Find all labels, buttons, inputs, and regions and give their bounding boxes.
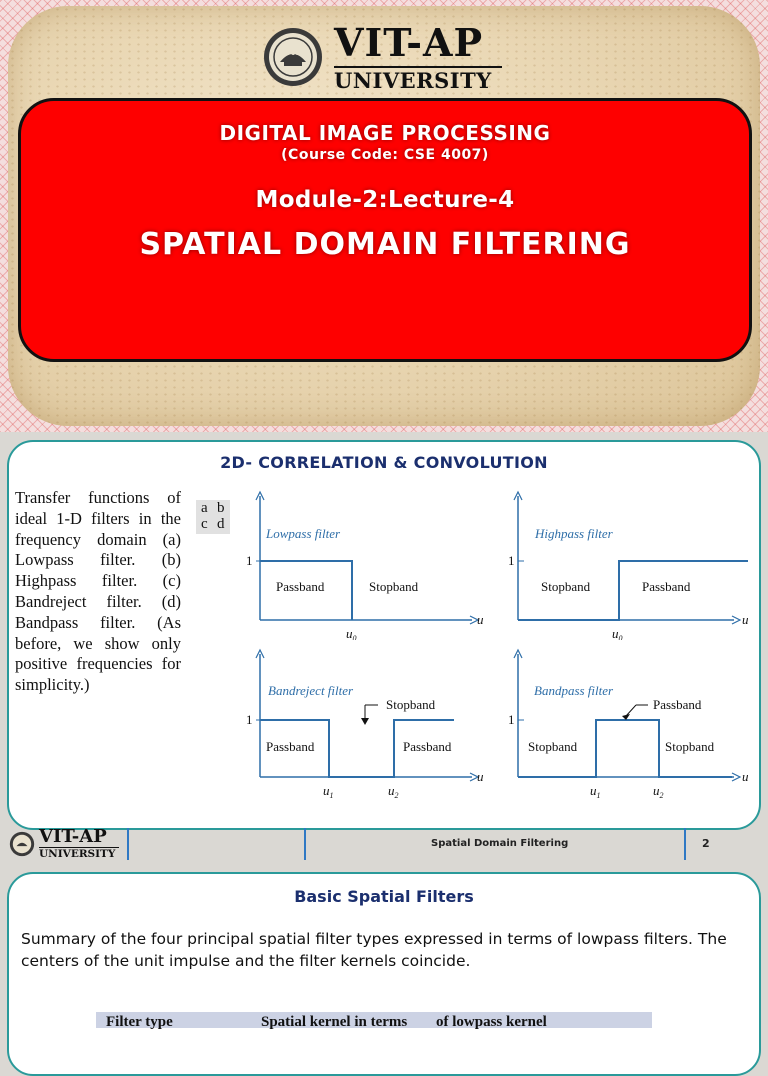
filter-curve (260, 560, 353, 620)
footer-logo-name: VIT-AP (39, 826, 107, 847)
footer-title: Spatial Domain Filtering (431, 838, 569, 849)
x-axis-label: u (742, 769, 749, 784)
y-axis-arrow (255, 490, 265, 501)
u0-label: u0 (346, 626, 357, 640)
u0-label: u0 (612, 626, 623, 640)
topic-title: SPATIAL DOMAIN FILTERING (139, 227, 631, 262)
correlation-slide: 2D- CORRELATION & CONVOLUTION Transfer f… (0, 432, 768, 864)
basic-filters-slide: Basic Spatial Filters Summary of the fou… (0, 864, 768, 1076)
slide-title: Basic Spatial Filters (294, 887, 474, 906)
u1-label: u1 (590, 783, 601, 798)
y-tick-label: 1 (508, 553, 515, 568)
plot-title: Bandreject filter (268, 683, 354, 698)
table-header-cell: Filter type (106, 1014, 173, 1030)
lowpass-plot: Lowpass filter 1 Passband Stopband u u0 (246, 490, 484, 640)
x-axis-label: u (477, 612, 484, 627)
x-axis-label: u (742, 612, 749, 627)
svg-text:VIT: VIT (284, 47, 301, 57)
x-axis-arrow (731, 615, 742, 625)
footer-logo: VIT-AP UNIVERSITY (9, 826, 124, 862)
plot-title: Bandpass filter (534, 683, 614, 698)
u1-label: u1 (323, 783, 334, 798)
passband-callout: Passband (653, 697, 702, 712)
logo-name: VIT-AP (334, 20, 484, 65)
x-axis-arrow (469, 772, 480, 782)
bandpass-plot: Bandpass filter 1 Stopband Stopband Pass… (508, 648, 749, 798)
x-axis-arrow (469, 615, 480, 625)
stopband-right-label: Stopband (665, 739, 715, 754)
figure-caption: Transfer functions of ideal 1-D filters … (15, 488, 181, 695)
y-tick-label: 1 (246, 553, 253, 568)
callout-arrowhead (622, 714, 630, 720)
course-code: (Course Code: CSE 4007) (281, 147, 489, 163)
panel-label-a: a (201, 500, 208, 516)
panel-labels: a b c d (196, 500, 230, 534)
logo-subtitle: UNIVERSITY (334, 68, 492, 93)
course-title: DIGITAL IMAGE PROCESSING (219, 121, 551, 145)
plot-title: Highpass filter (534, 526, 614, 541)
footer-logo-subtitle: UNIVERSITY (39, 848, 116, 860)
passband-left-label: Passband (266, 739, 315, 754)
callout-arrowhead (361, 718, 369, 725)
module-title: Module-2:Lecture-4 (255, 187, 515, 213)
footer-logo-divider (39, 847, 119, 848)
bandreject-plot: Bandreject filter 1 Passband Passband St… (246, 648, 484, 798)
filter-curve (518, 719, 732, 778)
passband-right-label: Passband (403, 739, 452, 754)
x-axis-label: u (477, 769, 484, 784)
stopband-label: Stopband (369, 579, 419, 594)
x-axis-arrow (731, 772, 742, 782)
slide-footer: VIT-AP UNIVERSITY Spatial Domain Filteri… (0, 826, 768, 864)
passband-label: Passband (642, 579, 691, 594)
panel-label-b: b (217, 500, 225, 516)
filter-curve (518, 560, 748, 621)
footer-separator (684, 828, 686, 860)
stopband-label: Stopband (541, 579, 591, 594)
stopband-callout: Stopband (386, 697, 436, 712)
passband-label: Passband (276, 579, 325, 594)
university-logo: VIT VIT-AP UNIVERSITY (262, 20, 512, 94)
slide-body: Summary of the four principal spatial fi… (21, 930, 727, 970)
footer-separator (304, 828, 306, 860)
panel-label-c: c (201, 516, 208, 532)
y-axis-arrow (513, 648, 523, 659)
table-header-row: Filter type Spatial kernel in terms of l… (96, 1012, 652, 1030)
university-seal-icon (9, 831, 35, 857)
logo-divider (334, 66, 502, 68)
y-axis-arrow (255, 648, 265, 659)
table-header-cell: of lowpass kernel (436, 1014, 547, 1030)
page-number: 2 (702, 837, 710, 850)
callout-arrow (625, 704, 637, 717)
table-header-cell: Spatial kernel in terms (261, 1014, 408, 1030)
title-slide: VIT VIT-AP UNIVERSITY DIGITAL IMAGE PROC… (0, 0, 768, 432)
u2-label: u2 (388, 783, 399, 798)
y-axis-arrow (513, 490, 523, 501)
university-seal-icon: VIT (264, 28, 322, 86)
y-tick-label: 1 (246, 712, 253, 727)
title-box: DIGITAL IMAGE PROCESSING (Course Code: C… (18, 98, 752, 362)
highpass-plot: Highpass filter 1 Stopband Passband u u0 (508, 490, 749, 640)
footer-separator (127, 828, 129, 860)
panel-label-d: d (217, 516, 225, 532)
stopband-left-label: Stopband (528, 739, 578, 754)
slide-title: 2D- CORRELATION & CONVOLUTION (220, 453, 548, 472)
slide-card (7, 440, 761, 830)
u2-label: u2 (653, 783, 664, 798)
y-tick-label: 1 (508, 712, 515, 727)
plot-title: Lowpass filter (265, 526, 341, 541)
filter-curve (260, 719, 454, 778)
